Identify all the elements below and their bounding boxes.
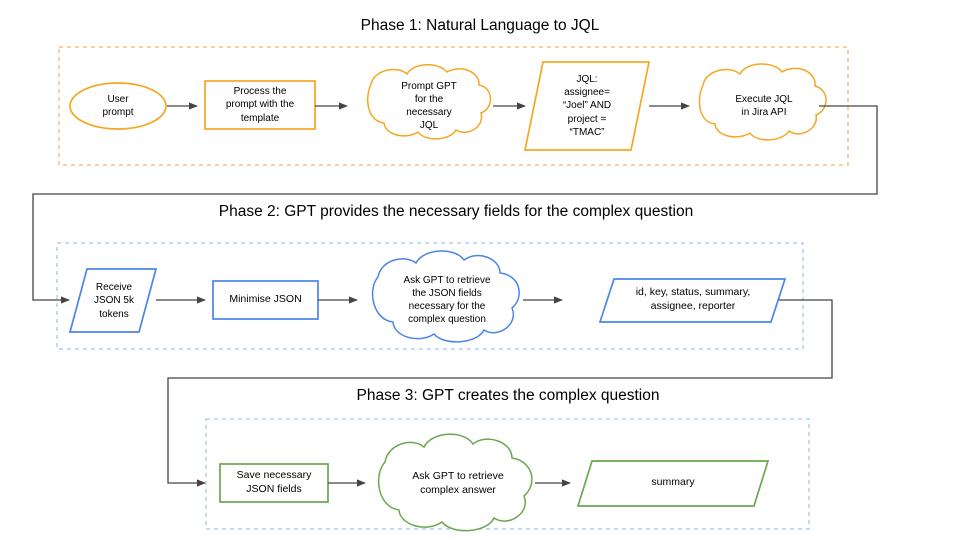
node-receive-json-shape[interactable] (68, 268, 158, 333)
phase2-title: Phase 2: GPT provides the necessary fiel… (218, 203, 694, 220)
node-save-json-fields-shape[interactable] (219, 463, 329, 503)
phase2-dashed-container (56, 242, 804, 350)
node-ask-gpt-fields-shape[interactable] (371, 250, 520, 343)
node-ask-gpt-answer-shape[interactable] (377, 433, 533, 532)
node-user-prompt-shape[interactable] (69, 82, 167, 130)
phase3-dashed-container (205, 418, 810, 530)
phase1-title: Phase 1: Natural Language to JQL (360, 17, 600, 34)
node-json-fields-shape[interactable] (598, 278, 787, 323)
node-minimise-json-shape[interactable] (212, 280, 319, 320)
node-jql-result-shape[interactable] (523, 61, 651, 151)
node-summary-shape[interactable] (576, 460, 770, 507)
phase3-title: Phase 3: GPT creates the complex questio… (356, 387, 660, 404)
node-prompt-gpt-jql-shape[interactable] (367, 64, 492, 140)
connector-phase2-to-phase3 (167, 299, 833, 487)
node-execute-jql-shape[interactable] (698, 63, 827, 141)
node-process-prompt-shape[interactable] (204, 80, 316, 130)
connector-phase1-to-phase2 (32, 105, 878, 304)
